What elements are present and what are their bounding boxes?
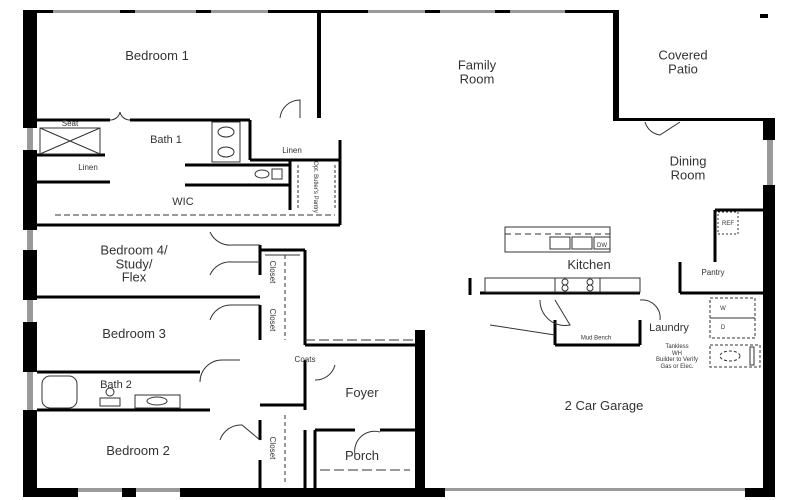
dining-room-line1: Dining (669, 153, 707, 169)
room-label-bedroom-1: Bedroom 1 (125, 48, 189, 64)
room-label-pantry: Pantry (701, 267, 725, 277)
appliance-label-ref: REF (722, 220, 734, 227)
room-label-seat: Seat (61, 118, 79, 128)
room-label-linen-b: Linen (78, 162, 98, 172)
room-label-coats: Coats (294, 354, 316, 364)
covered-patio-line2: Patio (668, 61, 698, 76)
room-label-bath-1: Bath 1 (150, 134, 182, 147)
room-label-porch: Porch (345, 448, 379, 464)
room-label-family-room: Family Room (458, 58, 496, 85)
appliance-label-dryer: D (720, 324, 726, 331)
room-label-bath-2: Bath 2 (100, 379, 132, 392)
room-label-closet-c: Closet (268, 436, 278, 460)
family-room-line2: Room (459, 71, 495, 86)
room-label-mud-bench: Mud Bench (580, 335, 612, 342)
room-label-foyer: Foyer (345, 385, 379, 401)
room-label-kitchen: Kitchen (567, 257, 611, 273)
water-heater-note: Tankless WH Builder to Verify Gas or Ele… (656, 344, 698, 370)
family-room-line1: Family (457, 57, 497, 73)
room-label-laundry: Laundry (649, 322, 689, 335)
room-label-covered-patio: Covered Patio (658, 48, 707, 75)
interior-walls (37, 118, 763, 488)
room-label-closet-a: Closet (268, 260, 278, 284)
appliance-label-washer: W (720, 305, 726, 312)
water-heater-line4: Gas or Elec. (660, 363, 694, 370)
bedroom-4-line2: Study/ (115, 256, 153, 272)
room-label-bedroom-4: Bedroom 4/ Study/ Flex (100, 242, 168, 285)
room-label-butlers-pantry: Opt. Butler's Pantry (312, 161, 319, 213)
room-label-garage: 2 Car Garage (564, 398, 644, 414)
covered-patio-line1: Covered (658, 47, 708, 63)
bedroom-4-line1: Bedroom 4/ (100, 242, 168, 258)
bedroom-4-line3: Flex (121, 269, 147, 285)
corner-marker (760, 14, 768, 18)
door-swings (109, 99, 681, 456)
dining-room-line2: Room (670, 167, 706, 182)
exterior-walls (23, 10, 775, 497)
room-label-dining-room: Dining Room (670, 154, 707, 181)
room-label-wic: WIC (172, 196, 194, 209)
water-heater-line3: Builder to Verify (655, 357, 699, 363)
room-label-bedroom-2: Bedroom 2 (106, 443, 170, 459)
room-label-closet-b: Closet (268, 308, 278, 332)
water-heater-line1: Tankless (665, 343, 689, 350)
countertops-and-fixtures (39, 121, 761, 485)
room-label-linen-a: Linen (282, 145, 302, 155)
windows (27, 10, 773, 492)
appliance-label-dw: DW (597, 242, 607, 249)
room-label-bedroom-3: Bedroom 3 (102, 326, 166, 342)
water-heater-line2: WH (672, 350, 682, 357)
